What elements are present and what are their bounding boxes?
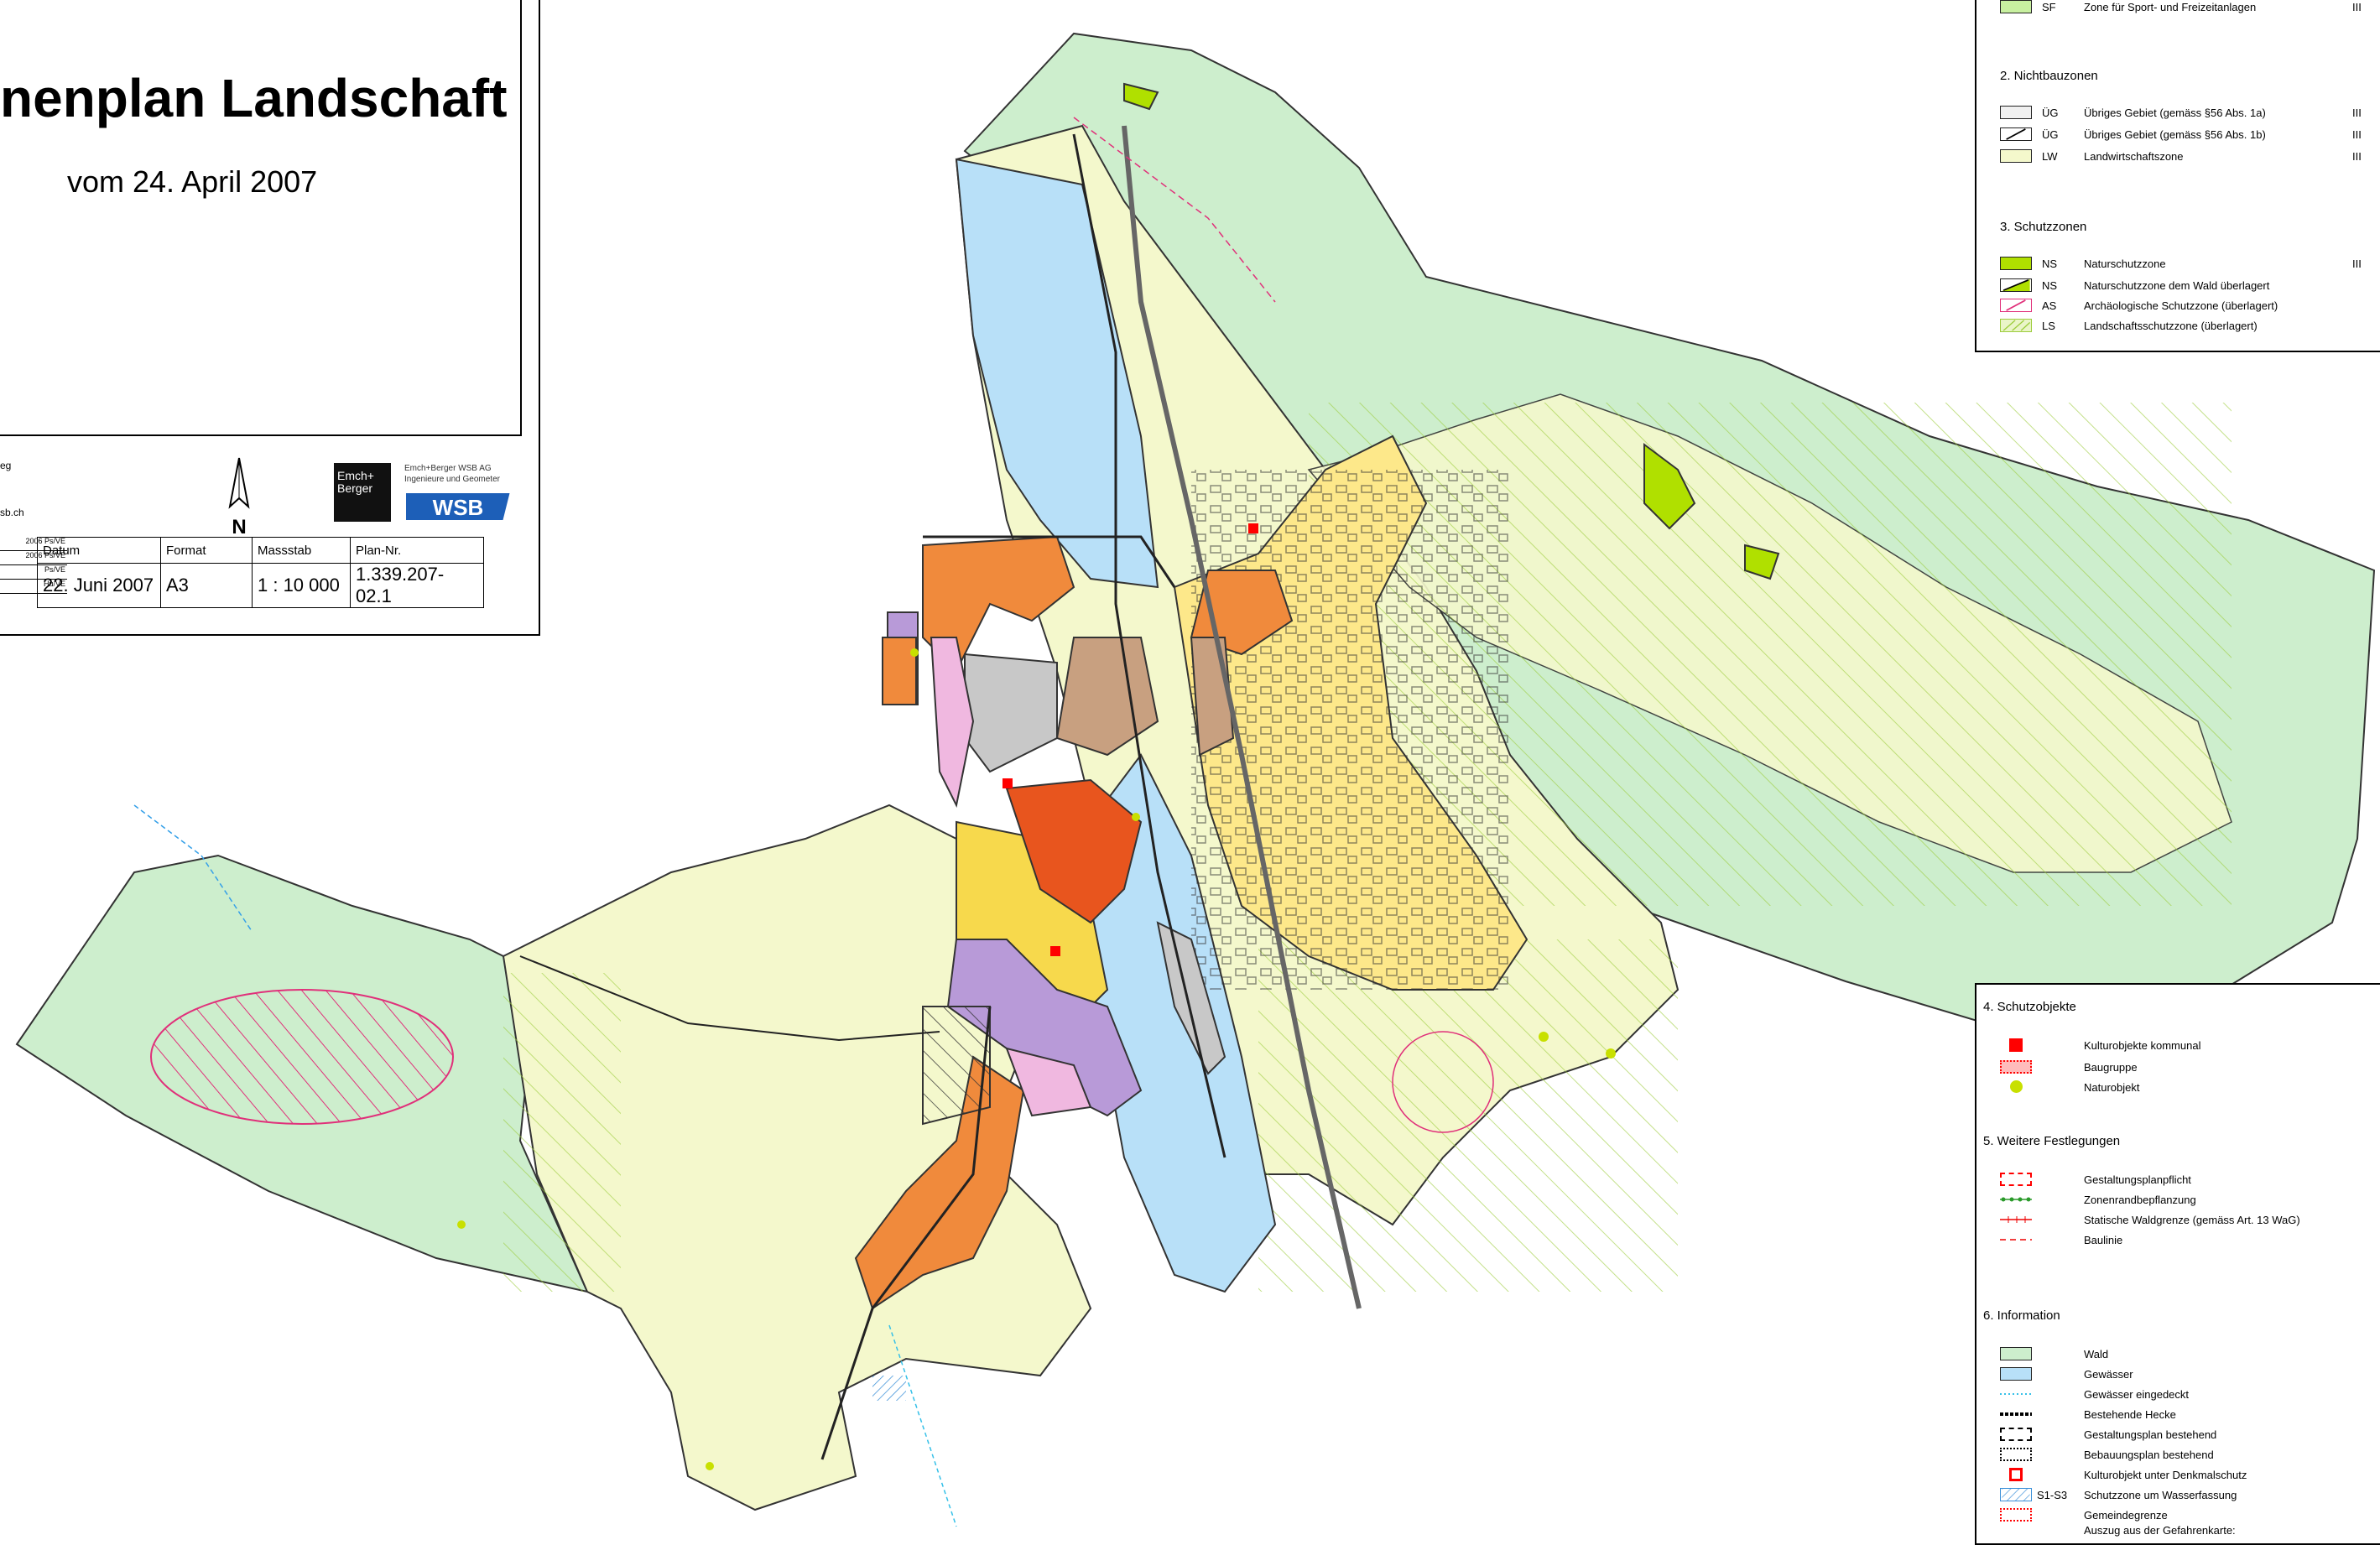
green-dot-icon [2010, 1080, 2023, 1093]
firm-info: Emch+Berger WSB AG Ingenieure und Geomet… [404, 463, 522, 485]
cultural-object-2 [1003, 778, 1013, 788]
plan-title: nenplan Landschaft [0, 68, 508, 128]
public-zone [1055, 637, 1159, 757]
north-label: N [232, 516, 246, 537]
title-block [0, 0, 540, 636]
stream [888, 1324, 957, 1527]
red-cross-line-icon [2000, 1216, 2032, 1223]
cyan-dot-line-icon [2000, 1393, 2032, 1395]
nature-reserve-1 [1643, 443, 1696, 530]
nature-reserve-3 [1123, 82, 1159, 111]
nature-object-6 [706, 1462, 714, 1470]
main-road [1072, 133, 1226, 1158]
legend-heading-schutzobjekte: 4. Schutzobjekte [1983, 1000, 2076, 1014]
north-arrow-icon: N [228, 457, 250, 537]
title-area [0, 0, 522, 436]
header-date: Datum [37, 537, 161, 564]
other-area-hatched [922, 1006, 991, 1126]
legend-objects [1975, 983, 2380, 1545]
legend-heading-information: 6. Information [1983, 1308, 2060, 1323]
forest-swatch-icon [2000, 1347, 2032, 1360]
nature-object-3 [1539, 1032, 1549, 1042]
value-format: A3 [160, 563, 253, 608]
nature-object-2 [1132, 813, 1140, 821]
legend-zones [1975, 0, 2380, 352]
road-ring [923, 535, 1176, 588]
plan-info-table: Datum Format Massstab Plan-Nr. 22. Juni … [37, 537, 484, 608]
cultural-object-1 [1248, 523, 1258, 533]
hedge [1073, 117, 1276, 303]
red-dotted-rect-icon [2000, 1060, 2032, 1074]
residential-east-blocks [1191, 470, 1510, 990]
legend-heading-festlegungen: 5. Weitere Festlegungen [1983, 1134, 2121, 1148]
grey-zone-rail [1156, 921, 1226, 1075]
swatch-sf [2000, 0, 2032, 13]
protection-circle [1392, 1031, 1494, 1133]
landscape-protection-south [1258, 939, 1678, 1292]
nature-object-1 [910, 648, 919, 657]
archaeological-zone [150, 989, 454, 1125]
core-zone [922, 535, 1075, 673]
emch-berger-logo: Emch+ Berger [334, 463, 391, 522]
road-south [820, 1006, 992, 1460]
core-zone-red [1005, 778, 1143, 924]
header-format: Format [160, 537, 253, 564]
red-outline-square-icon [2009, 1468, 2023, 1481]
address-fragment: eg [0, 460, 12, 471]
industry-north [955, 158, 1159, 589]
red-dotted-boundary-icon [2000, 1508, 2032, 1522]
legend-heading-schutzzonen: 3. Schutzzonen [2000, 220, 2087, 234]
green-dot-line-icon [2000, 1197, 2032, 1202]
nature-object-5 [457, 1220, 466, 1229]
pink-zone-south [1005, 1047, 1092, 1117]
road-west [519, 955, 940, 1042]
agriculture-west [502, 804, 1092, 1511]
railway [1122, 125, 1362, 1309]
value-scale: 1 : 10 000 [252, 563, 351, 608]
firm-name: Emch+Berger WSB AG [404, 464, 492, 473]
black-dashed-rect-icon [2000, 1428, 2032, 1441]
nature-object-4 [1606, 1048, 1616, 1059]
cultural-object-3 [1050, 946, 1060, 956]
red-dashed-rect-icon [2000, 1173, 2032, 1186]
water-swatch-icon [2000, 1367, 2032, 1381]
legend-heading-nichtbauzonen: 2. Nichtbauzonen [2000, 69, 2098, 83]
swatch-ug-b [2000, 127, 2032, 141]
plan-subtitle: vom 24. April 2007 [67, 164, 318, 199]
blue-hatch-icon [2000, 1488, 2032, 1501]
black-dotted-rect-icon [2000, 1448, 2032, 1461]
grey-zone [964, 653, 1058, 773]
core-zone-south [854, 1055, 1025, 1310]
black-dot-line-icon [2000, 1412, 2032, 1416]
header-plan-nr: Plan-Nr. [350, 537, 484, 564]
wsb-logo: WSB [406, 493, 510, 520]
logo-text: Emch+ Berger [337, 469, 374, 495]
value-date: 22. Juni 2007 [37, 563, 161, 608]
wsb-logo-text: WSB [433, 495, 484, 520]
pink-zone [930, 637, 975, 809]
landscape-protection-west [503, 973, 621, 1292]
red-square-icon [2009, 1038, 2023, 1052]
stream-west [133, 804, 253, 932]
firm-tagline: Ingenieure und Geometer [404, 475, 500, 484]
nature-reserve-2 [1744, 544, 1780, 580]
header-scale: Massstab [252, 537, 351, 564]
url-fragment: sb.ch [0, 507, 24, 518]
red-dash-line-icon [2000, 1239, 2032, 1241]
core-zone-west [882, 637, 917, 705]
value-plan-nr: 1.339.207-02.1 [350, 563, 484, 608]
water-protection-area [872, 1376, 906, 1401]
